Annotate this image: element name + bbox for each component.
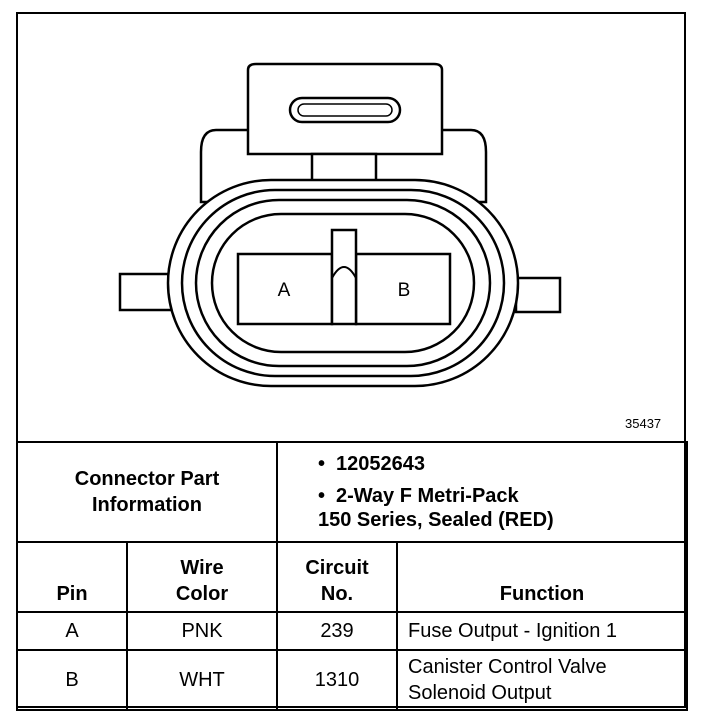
wire-color-cell: PNK <box>126 611 278 651</box>
pin-table-header: Pin Wire Color Circuit No. Function <box>16 541 688 613</box>
function-line2: Solenoid Output <box>408 682 552 704</box>
figure-number: 35437 <box>625 416 662 431</box>
function-line1: Canister Control Valve <box>408 656 607 678</box>
pin-label-a: A <box>278 280 291 301</box>
function-cell: Fuse Output - Ignition 1 <box>396 611 688 651</box>
pin-table: Pin Wire Color Circuit No. Function A PN… <box>16 541 688 711</box>
pin-cell: B <box>16 649 128 711</box>
circuit-cell: 239 <box>276 611 398 651</box>
description-line1: 2-Way F Metri-Pack <box>336 485 519 507</box>
bullet-icon: • <box>318 453 326 475</box>
header-wire-color: Wire Color <box>126 541 278 613</box>
table-row: B WHT 1310 Canister Control Valve Soleno… <box>16 649 688 711</box>
connector-info-label-line2: Information <box>92 494 202 516</box>
description-line2: 150 Series, Sealed (RED) <box>318 509 554 531</box>
part-number-item: • 12052643 <box>318 452 686 476</box>
header-function: Function <box>396 541 688 613</box>
header-pin: Pin <box>16 541 128 613</box>
right-tab <box>514 276 562 314</box>
connector-diagram: A B 35437 <box>16 12 686 442</box>
part-number: 12052643 <box>336 453 425 475</box>
bullet-icon: • <box>318 485 326 507</box>
header-circuit: Circuit No. <box>276 541 398 613</box>
polarizing-key <box>330 228 358 326</box>
latch-window-inner <box>297 103 393 117</box>
key-arch <box>331 266 357 279</box>
function-cell: Canister Control Valve Solenoid Output <box>396 649 688 711</box>
latch-window <box>288 96 402 124</box>
table-row: A PNK 239 Fuse Output - Ignition 1 <box>16 611 688 651</box>
connector-info-table: Connector Part Information • 12052643 • … <box>16 441 688 543</box>
wire-color-cell: WHT <box>126 649 278 711</box>
connector-info-values: • 12052643 • 2-Way F Metri-Pack 150 Seri… <box>276 441 688 543</box>
cavity-a <box>236 252 334 326</box>
connector-info-label-line1: Connector Part <box>74 468 220 490</box>
circuit-cell: 1310 <box>276 649 398 711</box>
pin-label-b: B <box>398 280 411 301</box>
connector-face-drawing: A B <box>118 62 562 388</box>
connector-info-label: Connector Part Information <box>16 441 278 543</box>
description-item: • 2-Way F Metri-Pack 150 Series, Sealed … <box>318 484 686 532</box>
pin-cell: A <box>16 611 128 651</box>
